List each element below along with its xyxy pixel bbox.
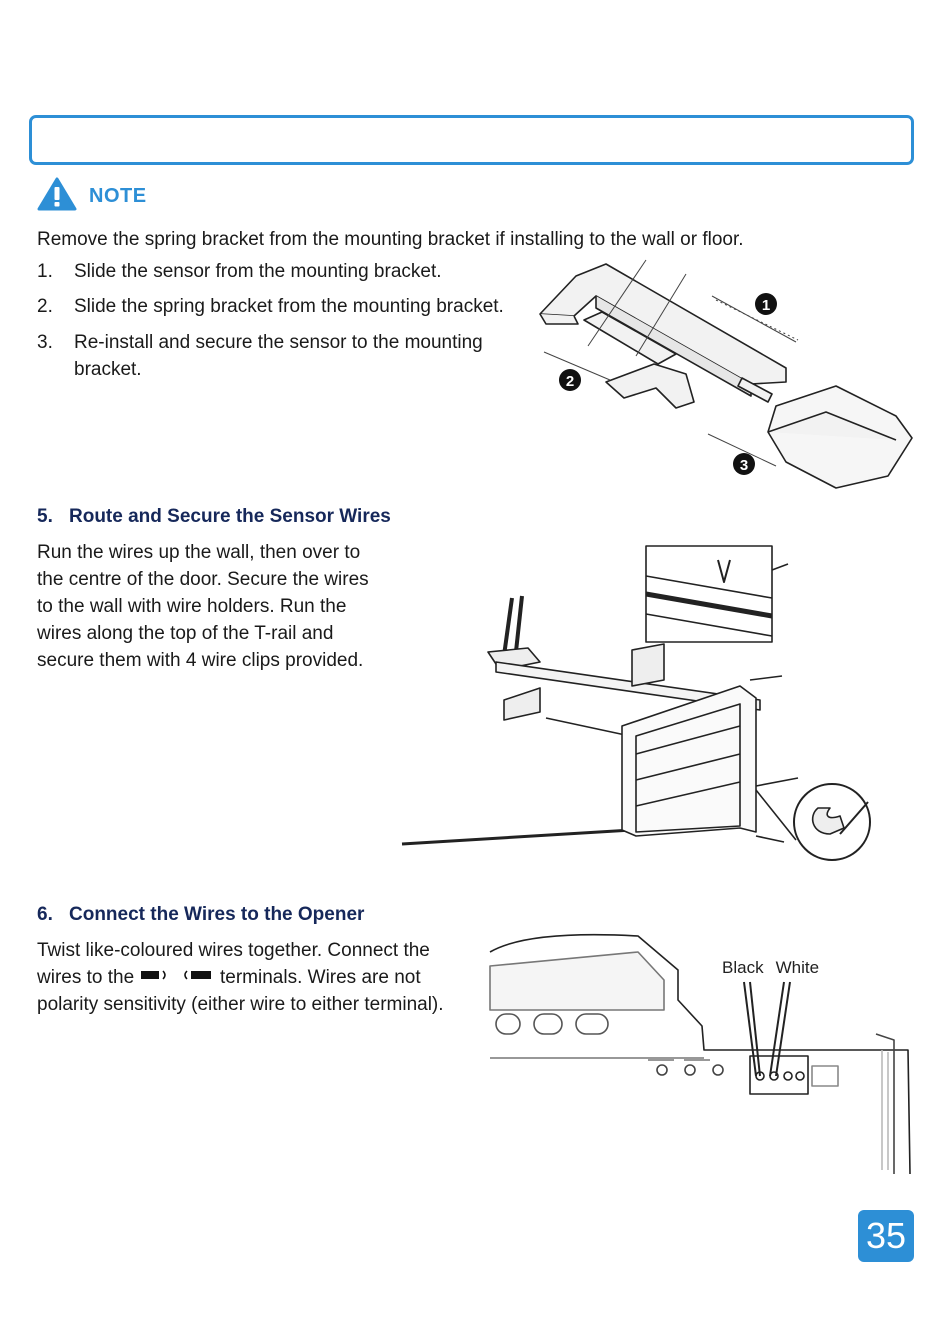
- page-number: 35: [858, 1210, 914, 1262]
- white-wire-label: White: [775, 958, 820, 977]
- callout-1-marker: [755, 293, 777, 315]
- section-6-title: 6.Connect the Wires to the Opener: [37, 904, 365, 925]
- note-intro: Remove the spring bracket from the mount…: [37, 229, 744, 250]
- warning-icon: [37, 177, 77, 216]
- opener-terminal-diagram: [488, 930, 914, 1174]
- section-6-line-3: polarity sensitivity (either wire to eit…: [37, 994, 444, 1015]
- note-heading: NOTE: [37, 177, 147, 216]
- sensor-receive-terminal-icon: [179, 964, 215, 991]
- section-5-line-4: wires along the top of the T-rail and: [37, 623, 334, 644]
- note-label: NOTE: [89, 184, 147, 207]
- black-wire-label: Black: [722, 958, 764, 977]
- section-header-box: [29, 115, 914, 165]
- wire-color-labels: Black White: [722, 958, 831, 978]
- section-5-line-1: Run the wires up the wall, then over to: [37, 542, 361, 563]
- section-5-line-3: to the wall with wire holders. Run the: [37, 596, 347, 617]
- section-6-line-1: Twist like-coloured wires together. Conn…: [37, 940, 430, 961]
- bracket-diagram: 1 2 3: [536, 256, 916, 492]
- section-5-line-2: the centre of the door. Secure the wires: [37, 569, 369, 590]
- section-5-line-5: secure them with 4 wire clips provided.: [37, 650, 364, 671]
- callout-2-label: 2: [566, 373, 574, 390]
- callout-3-marker: [733, 453, 755, 475]
- callout-3-label: 3: [740, 457, 748, 474]
- callout-1-label: 1: [762, 297, 770, 314]
- sensor-transmit-terminal-icon: [139, 964, 173, 991]
- section-6-line-2: wires to the terminals. Wires are not: [37, 964, 421, 991]
- callout-2-marker: [559, 369, 581, 391]
- section-5-title: 5.Route and Secure the Sensor Wires: [37, 506, 391, 527]
- garage-wiring-diagram: [400, 540, 900, 880]
